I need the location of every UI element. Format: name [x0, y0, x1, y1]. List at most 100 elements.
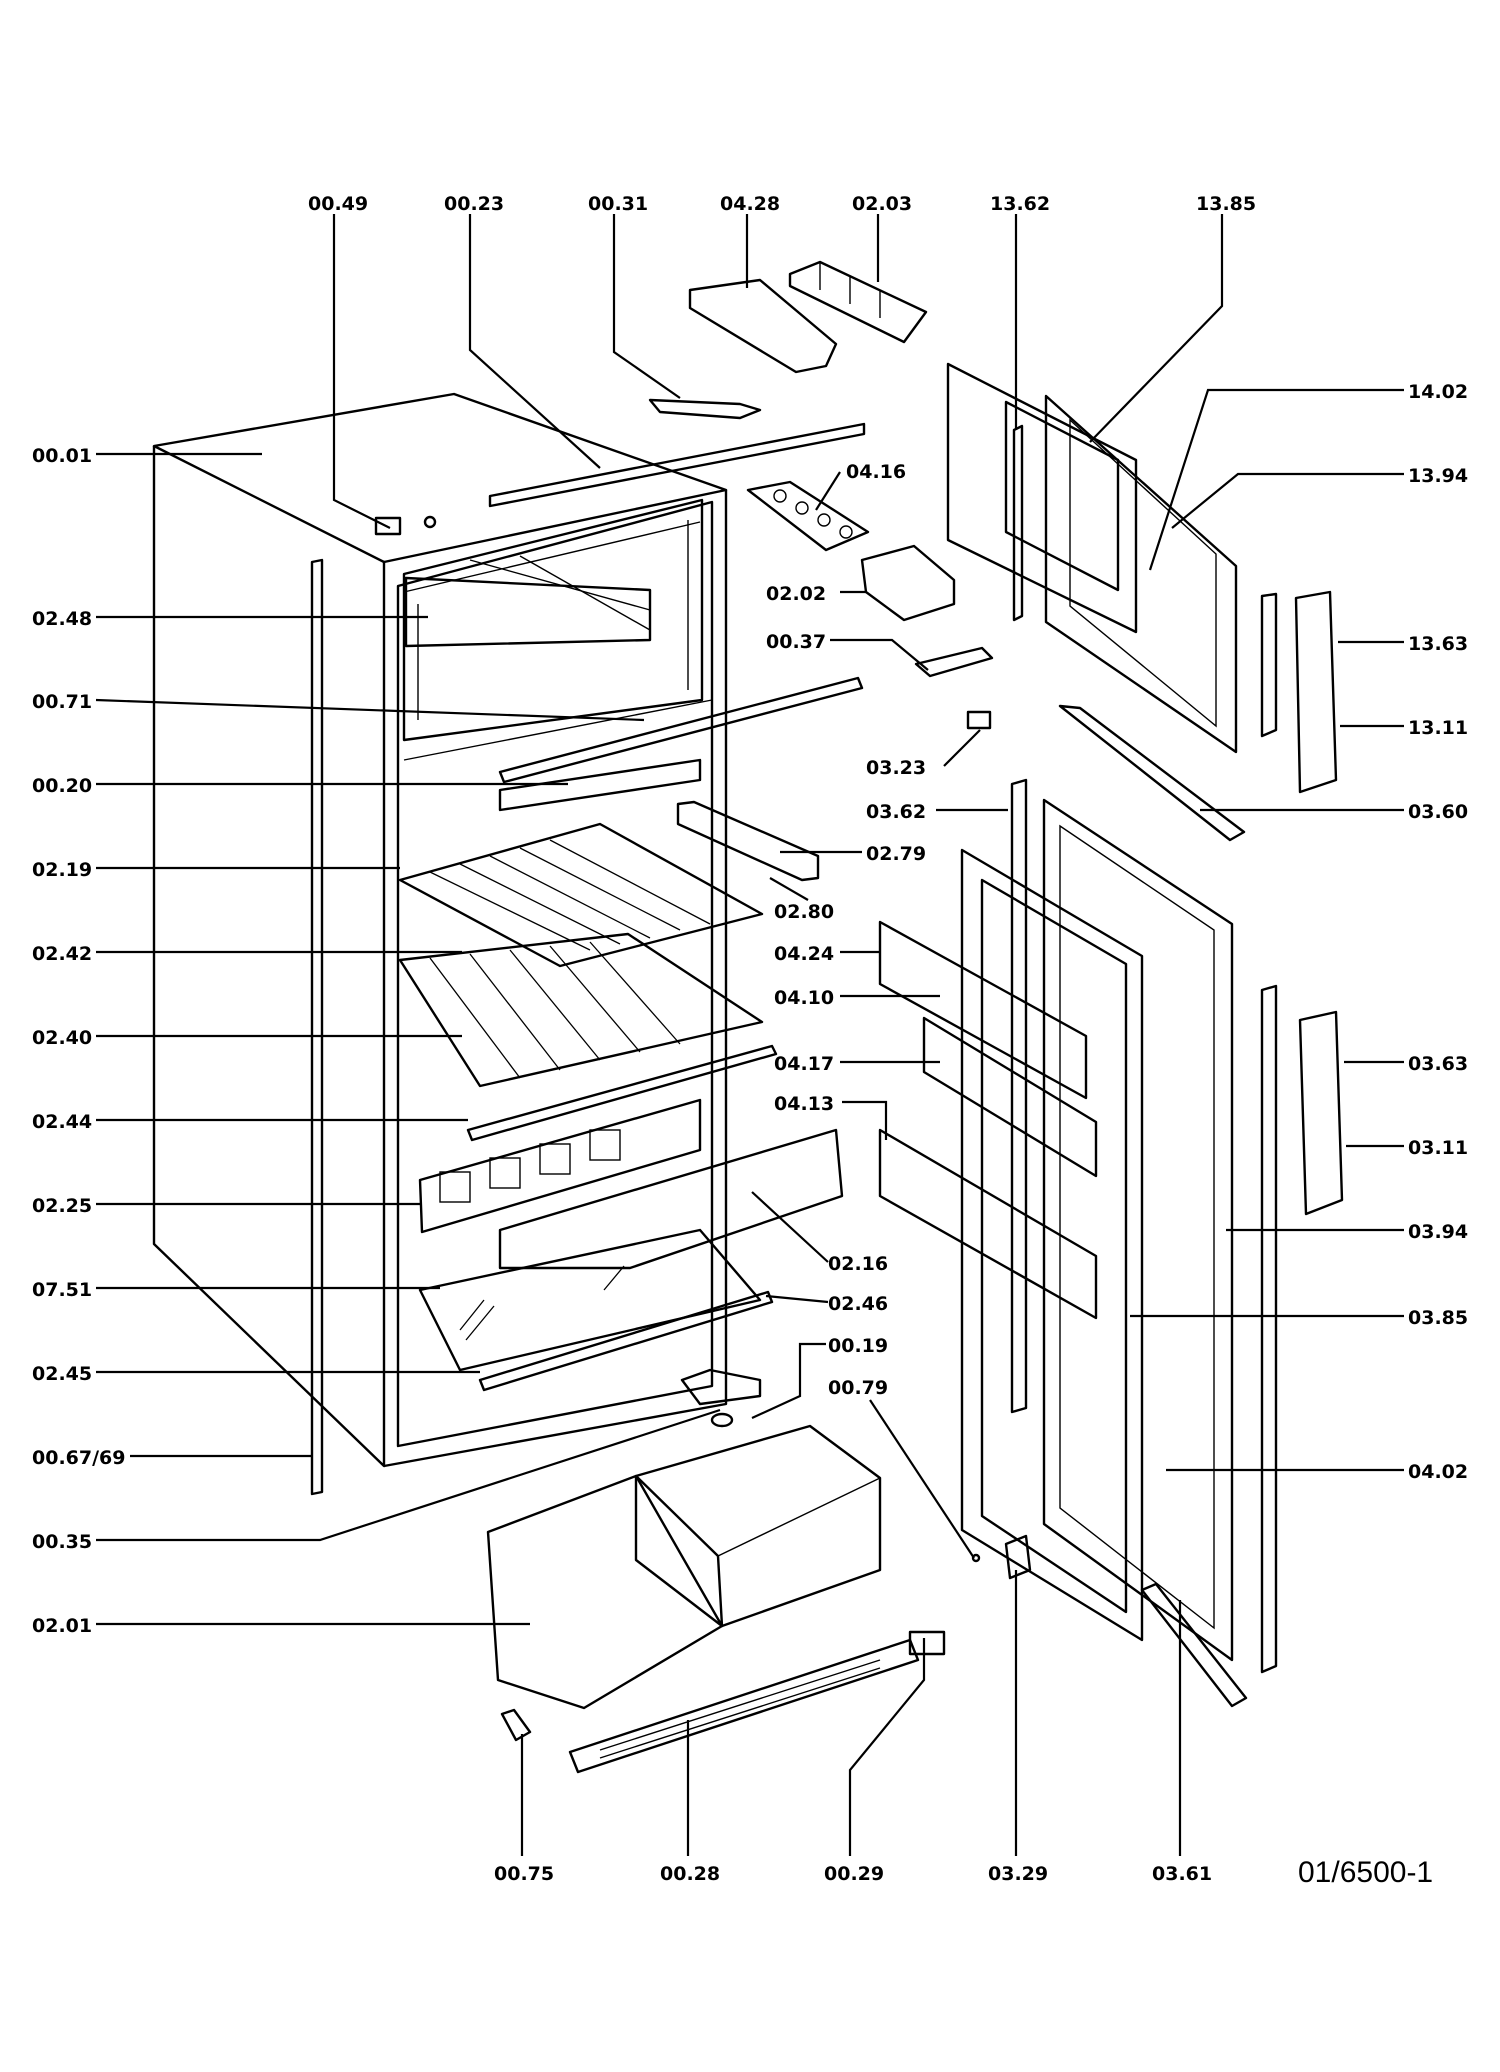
- crisper-glass-plate: [418, 1228, 762, 1372]
- door-bottom-strip: [1140, 1582, 1248, 1708]
- callout-04-13: 04.13: [774, 1093, 834, 1115]
- callout-02-44: 02.44: [32, 1111, 92, 1133]
- callout-04-28: 04.28: [720, 193, 780, 215]
- leader-00-19: [751, 1342, 826, 1419]
- top-bracket: [648, 398, 762, 420]
- door-catch: [1004, 1534, 1032, 1580]
- fridge-door: [960, 778, 1234, 1662]
- lower-hinge: [680, 1368, 762, 1406]
- leader-00-49: [332, 214, 391, 529]
- crisper-drawers: [486, 1424, 882, 1710]
- leader-04-13: [842, 1100, 888, 1140]
- small-container: [860, 544, 956, 622]
- callout-13-62: 13.62: [990, 193, 1050, 215]
- callout-02-42: 02.42: [32, 943, 92, 965]
- egg-tray: [746, 480, 870, 552]
- callout-02-48: 02.48: [32, 608, 92, 630]
- callout-03-63: 03.63: [1408, 1053, 1468, 1075]
- crisper-rail-front: [478, 1290, 774, 1392]
- butter-tray: [688, 278, 838, 374]
- callout-02-25: 02.25: [32, 1195, 92, 1217]
- leader-03-23: [943, 729, 981, 767]
- leader-14-02: [1148, 388, 1404, 571]
- freezer-handle: [1260, 590, 1338, 794]
- leader-02-80: [769, 877, 809, 901]
- callout-02-79: 02.79: [866, 843, 926, 865]
- crisper-cover-frame: [498, 1128, 844, 1270]
- callout-03-62: 03.62: [866, 801, 926, 823]
- callout-04-17: 04.17: [774, 1053, 834, 1075]
- leader-00-35: [96, 1408, 721, 1542]
- callout-00-19: 00.19: [828, 1335, 888, 1357]
- callout-00-01: 00.01: [32, 445, 92, 467]
- callout-00-49: 00.49: [308, 193, 368, 215]
- callout-00-20: 00.20: [32, 775, 92, 797]
- leader-02-16: [751, 1191, 829, 1263]
- callout-00-35: 00.35: [32, 1531, 92, 1553]
- screw: [971, 1553, 981, 1563]
- callout-03-29: 03.29: [988, 1863, 1048, 1885]
- callout-02-02: 02.02: [766, 583, 826, 605]
- hinge-pin: [374, 515, 437, 536]
- parts: [152, 260, 1344, 1774]
- document-id: 01/6500-1: [1298, 1856, 1433, 1889]
- cabinet-body: [152, 392, 728, 1468]
- leader-02-46: [765, 1294, 829, 1304]
- callout-02-80: 02.80: [774, 901, 834, 923]
- leader-13-94: [1171, 472, 1404, 529]
- fridge-handle: [1260, 984, 1344, 1674]
- callout-00-71: 00.71: [32, 691, 92, 713]
- callout-00-28: 00.28: [660, 1863, 720, 1885]
- divider-rail: [498, 676, 864, 784]
- callout-13-63: 13.63: [1408, 633, 1468, 655]
- door-bar: [1058, 704, 1246, 842]
- callout-02-40: 02.40: [32, 1027, 92, 1049]
- middle-hinge: [914, 646, 994, 678]
- leader-00-79: [869, 1399, 975, 1559]
- callout-02-19: 02.19: [32, 859, 92, 881]
- foot-block: [908, 1630, 946, 1656]
- vent-panel: [418, 1098, 702, 1234]
- callout-00-75: 00.75: [494, 1863, 554, 1885]
- leader-00-23: [468, 214, 601, 469]
- callout-14-02: 14.02: [1408, 381, 1468, 403]
- callout-02-46: 02.46: [828, 1293, 888, 1315]
- callout-02-45: 02.45: [32, 1363, 92, 1385]
- small-clip: [500, 1708, 532, 1742]
- callout-13-85: 13.85: [1196, 193, 1256, 215]
- leader-00-29: [848, 1638, 926, 1856]
- leader-00-71: [95, 698, 645, 722]
- freezer-door: [946, 362, 1238, 754]
- callout-00-67-69: 00.67/69: [32, 1447, 125, 1469]
- hinge-cap: [710, 1412, 734, 1428]
- leader-13-85: [1089, 214, 1224, 443]
- callout-00-29: 00.29: [824, 1863, 884, 1885]
- top-rail: [488, 422, 866, 508]
- wire-shelf-lower: [398, 932, 764, 1088]
- shelf-front-strip: [466, 1044, 778, 1142]
- callout-03-85: 03.85: [1408, 1307, 1468, 1329]
- leader-04-16: [815, 471, 841, 511]
- ice-tray: [788, 260, 928, 344]
- base-grille: [568, 1638, 920, 1774]
- callout-00-37: 00.37: [766, 631, 826, 653]
- callout-03-61: 03.61: [1152, 1863, 1212, 1885]
- callout-04-02: 04.02: [1408, 1461, 1468, 1483]
- door-shelves: [878, 920, 1098, 1320]
- glass-shelf-upper: [398, 822, 764, 968]
- leader-00-31: [612, 214, 681, 399]
- door-stop-block: [966, 710, 992, 730]
- callout-04-24: 04.24: [774, 943, 834, 965]
- callout-02-03: 02.03: [852, 193, 912, 215]
- leader-00-37: [830, 638, 929, 671]
- callout-00-79: 00.79: [828, 1377, 888, 1399]
- callout-03-11: 03.11: [1408, 1137, 1468, 1159]
- callout-03-94: 03.94: [1408, 1221, 1468, 1243]
- callout-03-23: 03.23: [866, 757, 926, 779]
- callout-02-16: 02.16: [828, 1253, 888, 1275]
- freezer-shelf: [404, 555, 652, 648]
- leader-lines: [95, 214, 1404, 1856]
- callout-04-16: 04.16: [846, 461, 906, 483]
- callout-00-31: 00.31: [588, 193, 648, 215]
